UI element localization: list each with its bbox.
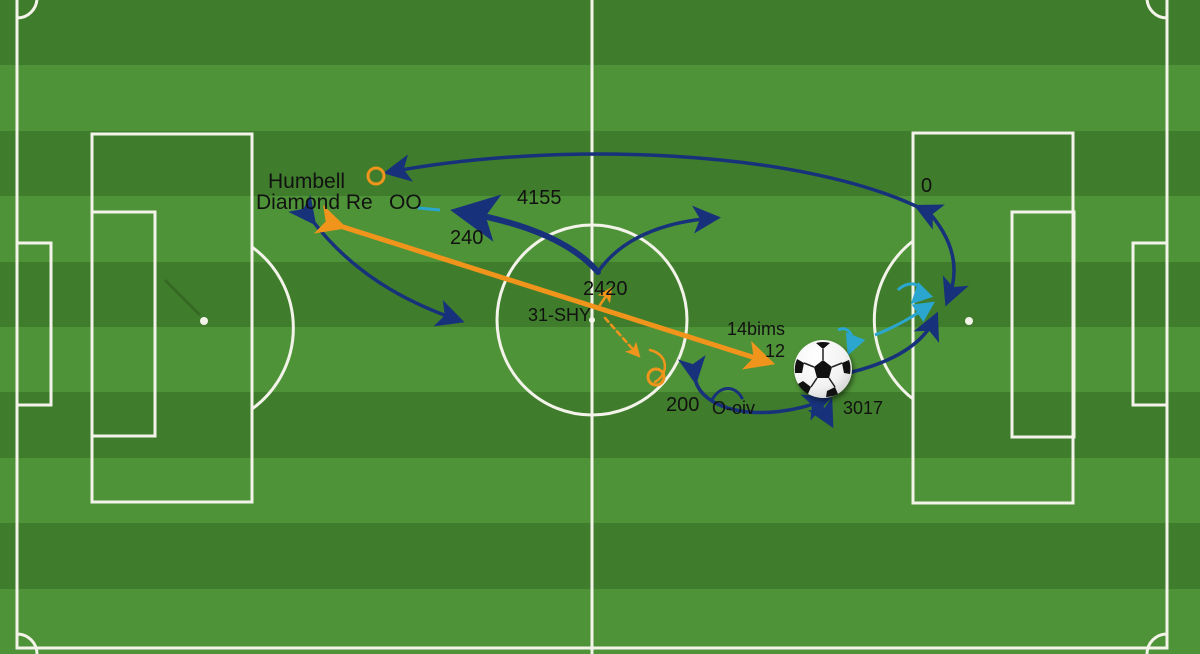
left-goal — [15, 241, 53, 407]
stat-label-240: 240 — [450, 227, 484, 249]
stat-label-200: 200 — [666, 394, 700, 416]
arrow-main-orange — [314, 204, 776, 370]
arrow-long-arc-top — [383, 152, 945, 230]
grass-stripe — [0, 523, 1200, 590]
corner-arc-bottom-left — [16, 632, 39, 654]
soccer-ball-icon — [794, 340, 852, 398]
arrow-bottom-loop — [677, 355, 832, 421]
grass-shadow-mark — [163, 278, 202, 317]
cyan-arrow-right-box — [874, 301, 935, 337]
grass-stripe — [0, 392, 1200, 459]
arrow-right-flank — [923, 206, 969, 307]
arrow-mini-curl — [710, 387, 744, 402]
team-label-line2: Diamond Re — [256, 191, 373, 214]
right-goal — [1131, 241, 1169, 407]
stat-label-4155: 4155 — [517, 187, 562, 209]
corner-arc-top-left — [16, 0, 39, 20]
orange-curl — [648, 348, 667, 384]
left-six-yard-box — [90, 210, 157, 438]
right-penalty-arc — [872, 239, 914, 401]
stat-label-3017: 3017 — [843, 398, 884, 418]
right-penalty-spot — [965, 317, 973, 325]
orange-ring-marker-top — [366, 166, 386, 186]
arrow-left-down — [288, 194, 465, 327]
stat-label-14bims: 14bims — [727, 319, 786, 339]
team-label-suffix: OO — [389, 191, 422, 214]
cyan-loop-right — [896, 281, 934, 305]
grass-stripe — [0, 457, 1200, 525]
arrow-curve-right-top — [596, 205, 721, 274]
stat-label-0: 0 — [921, 175, 933, 197]
corner-arc-top-right — [1145, 0, 1168, 20]
corner-arc-bottom-right — [1145, 632, 1168, 654]
right-six-yard-box — [1010, 210, 1076, 439]
stat-label-2420: 2420 — [583, 278, 628, 300]
grass-stripe — [0, 65, 1200, 132]
stat-label-31shy: 31-SHY — [528, 305, 592, 325]
arrow-down-right — [807, 396, 834, 429]
orange-ring-marker-mid — [646, 367, 666, 387]
cyan-curl-near-ball — [837, 327, 866, 356]
team-label-line1: Humbell — [268, 170, 346, 193]
arrow-ball-run — [850, 311, 940, 374]
stat-label-oorv: O-oiv — [712, 398, 756, 418]
grass-stripe — [0, 588, 1200, 654]
left-penalty-spot — [200, 317, 208, 325]
arrow-orange-small — [597, 286, 613, 307]
left-penalty-arc — [251, 245, 295, 411]
arrow-orange-dashed — [603, 316, 641, 358]
grass-stripe — [0, 0, 1200, 67]
stat-label-12: 12 — [765, 341, 786, 361]
